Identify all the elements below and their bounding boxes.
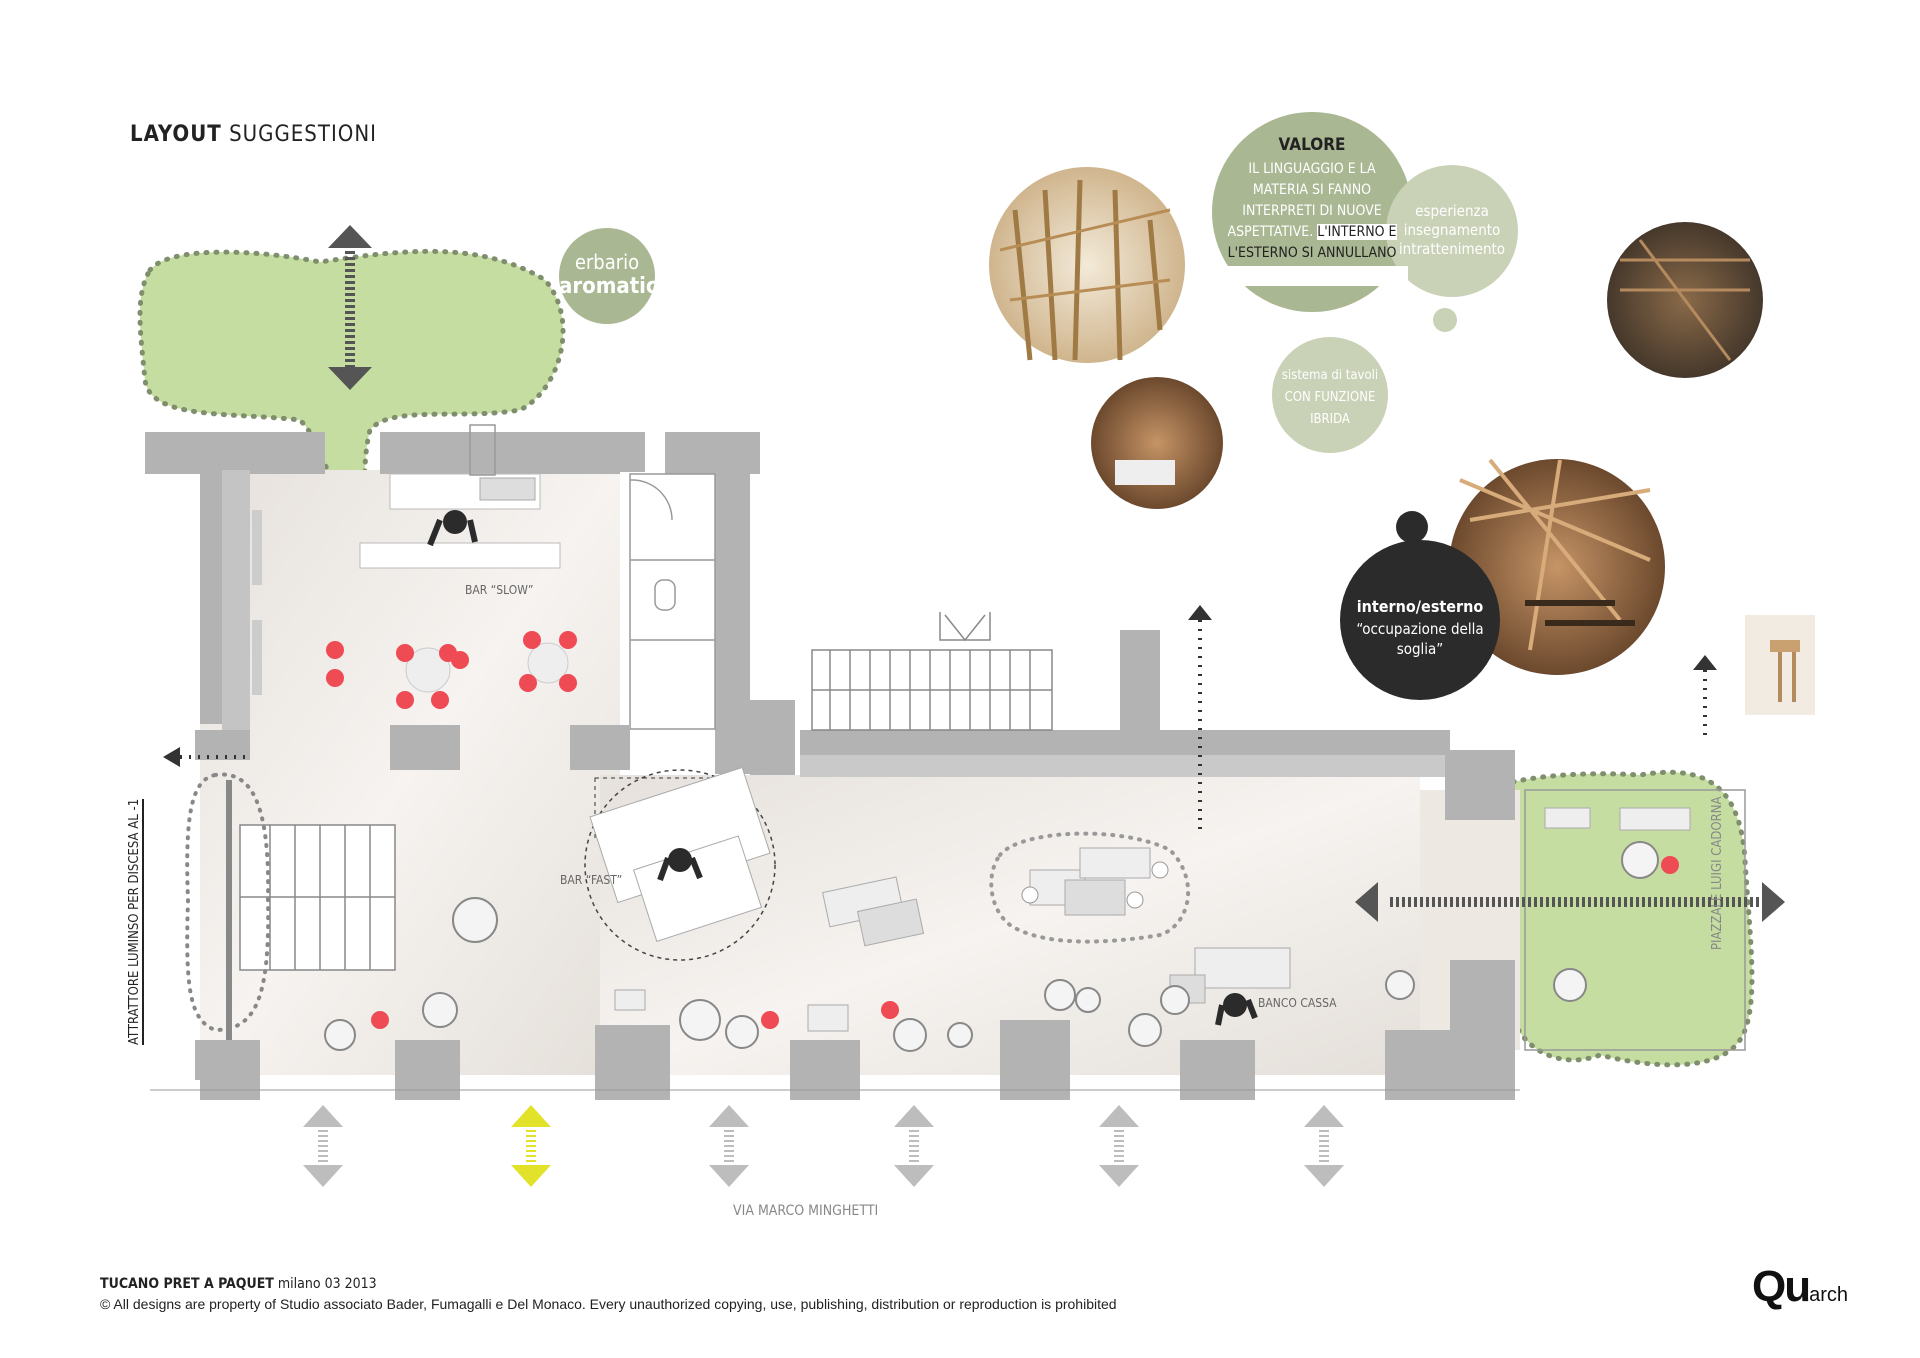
valore-text: VALORE IL LINGUAGGIO E LA MATERIA SI FAN… <box>1227 135 1397 261</box>
bubble-tavoli <box>1272 337 1388 453</box>
street-arrows <box>303 1105 1344 1187</box>
arrow-garden <box>328 225 372 390</box>
bar-fast <box>584 766 776 961</box>
label-bar-fast: BAR “FAST” <box>560 873 623 887</box>
floor-left <box>200 470 620 1075</box>
bubble-interno-esterno <box>1340 540 1500 700</box>
quarch-logo: Quarch <box>1752 1262 1849 1311</box>
footer-project: TUCANO PRET A PAQUET milano 03 2013 <box>100 1276 377 1292</box>
light-strip <box>226 780 232 1040</box>
erbario-text: erbario aromatico <box>559 250 672 299</box>
photo-stool <box>1745 615 1815 715</box>
interno-text: interno/esterno “occupazione della sogli… <box>1356 597 1484 658</box>
dotted-arrows <box>163 605 1717 830</box>
tables-bar-slow <box>326 631 577 709</box>
bubble-esperienza <box>1386 165 1518 297</box>
stair-down <box>239 824 396 971</box>
esperienza-text: esperienza insegnamento intrattenimento <box>1398 202 1506 258</box>
photo-starbucks-entrance <box>1607 222 1763 378</box>
label-bar-slow: BAR “SLOW” <box>465 583 534 597</box>
footer-copyright: © All designs are property of Studio ass… <box>100 1296 1117 1312</box>
page-title: LAYOUT SUGGESTIONI <box>130 122 378 147</box>
bar-slow <box>359 473 561 569</box>
photo-starbucks-interior <box>1449 458 1665 675</box>
bubble-erbario <box>559 228 655 324</box>
table-group-center <box>989 831 1190 944</box>
restrooms <box>629 473 716 730</box>
armchairs <box>324 841 1659 1052</box>
red-stools <box>371 856 1679 1029</box>
label-banco-cassa: BANCO CASSA <box>1258 996 1337 1010</box>
photo-wood-interior <box>1091 377 1223 509</box>
banco-cassa <box>1215 993 1258 1026</box>
tables-misc <box>614 807 1691 1032</box>
photo-wood-columns <box>989 167 1185 363</box>
bubble-valore <box>1212 112 1412 312</box>
arrow-piazzale <box>1355 882 1785 922</box>
tavoli-text: sistema di tavoli CON FUNZIONE IBRIDA <box>1281 368 1379 427</box>
stair-main <box>811 612 1053 731</box>
label-attrattore: ATTRATTORE LUMINSO PER DISCESA AL -1 <box>127 798 144 1045</box>
label-piazzale: PIAZZALE LUIGI CADORNA <box>1710 796 1725 950</box>
label-via: VIA MARCO MINGHETTI <box>733 1203 879 1219</box>
